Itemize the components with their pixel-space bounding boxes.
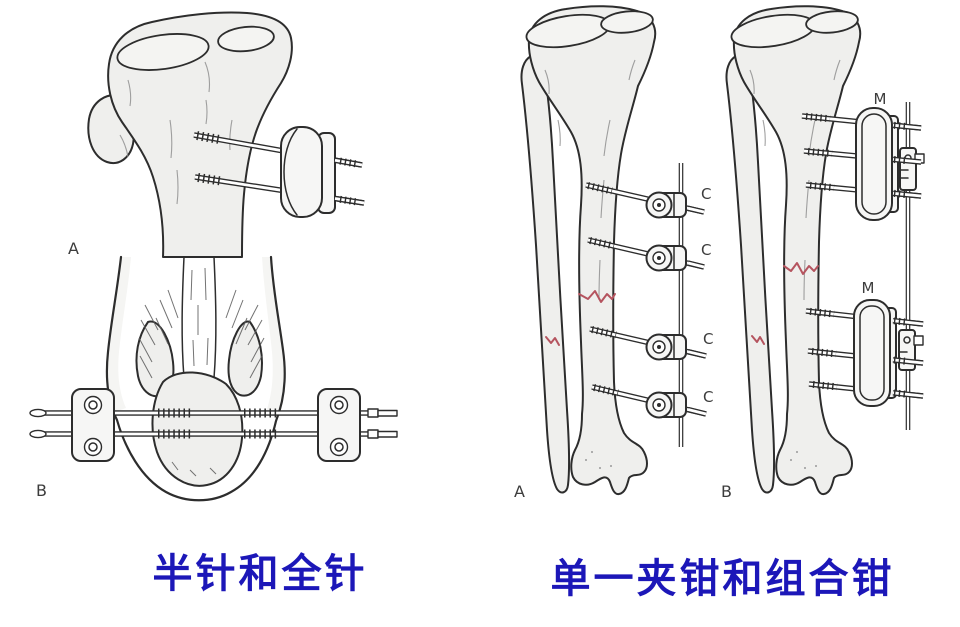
single-pin-clamp: [645, 244, 705, 272]
multi-pin-clamp: [855, 107, 899, 221]
caption-left: 半针和全针: [152, 551, 368, 597]
half-pin-tip: [892, 121, 924, 399]
achilles-tendon: [181, 256, 217, 379]
single-pin-clamp: [645, 391, 707, 419]
pin-clamp: [317, 388, 361, 462]
single-pin-clamp: [645, 191, 705, 219]
figure-label: A: [68, 239, 79, 258]
fracture-line: [578, 290, 616, 303]
bone-texture: [119, 61, 233, 205]
multi-pin-clamp: [853, 299, 897, 407]
pin-connector: [367, 408, 398, 439]
half-pin-tip: [334, 157, 363, 168]
fracture-line: [751, 335, 765, 345]
figure-label: A: [514, 482, 525, 501]
clamp-label: C: [703, 330, 713, 348]
ligament-hatching: [138, 267, 265, 477]
figure-label: B: [721, 482, 732, 501]
figure-knee-half-pins: A: [68, 11, 365, 258]
fracture-line: [783, 262, 819, 275]
caption-right: 单一夹钳和组合钳: [550, 556, 895, 602]
fracture-line: [545, 336, 560, 346]
figure-tibia-single-clamps: C C C C A: [514, 5, 713, 501]
figure-label: B: [36, 481, 47, 500]
calcaneus-outline: [151, 371, 244, 487]
lateral-malleolus: [227, 320, 263, 397]
clamp-label: M: [862, 279, 875, 297]
figure-tibia-modular-clamps: M M B: [721, 5, 925, 501]
figure-ankle-full-pins: B: [29, 255, 398, 502]
half-pin-tip: [334, 195, 365, 206]
clamp-label: C: [701, 185, 711, 203]
rod-connector: [899, 147, 925, 191]
pin-clamp: [280, 126, 336, 218]
pin-clamp: [71, 388, 115, 462]
clamp-label: C: [701, 241, 711, 259]
clamp-label: M: [874, 90, 887, 108]
clamp-label: C: [703, 388, 713, 406]
lateral-condyle: [217, 25, 275, 53]
single-pin-clamp: [645, 333, 707, 361]
medial-condyle: [116, 33, 210, 71]
leg-outline: [105, 255, 286, 502]
